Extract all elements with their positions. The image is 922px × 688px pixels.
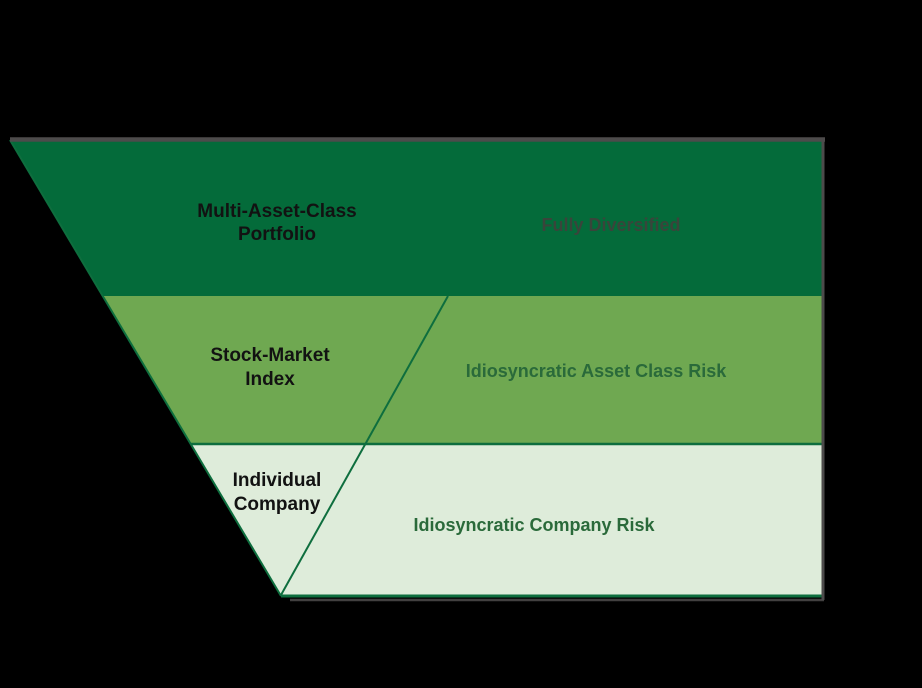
- level-2-band: [103, 296, 823, 444]
- level-2-name-line-1: Stock-Market: [210, 345, 330, 366]
- level-2-risk-label: Idiosyncratic Asset Class Risk: [466, 361, 727, 381]
- level-1-risk-label: Fully Diversified: [541, 215, 680, 235]
- funnel-left-edge-line: [9, 139, 282, 597]
- level-1-name-line-1: Multi-Asset-Class: [197, 201, 356, 222]
- level-3-risk-label: Idiosyncratic Company Risk: [413, 515, 655, 535]
- level-2-name-line-2: Index: [245, 369, 295, 390]
- level-3-band: [191, 444, 823, 596]
- level-1-name-line-2: Portfolio: [238, 224, 316, 245]
- level-3-name-line-1: Individual: [233, 470, 322, 491]
- level-3-name-line-2: Company: [234, 494, 321, 515]
- level-1-band: [10, 140, 823, 296]
- funnel-inner-diagonal-line: [280, 295, 449, 596]
